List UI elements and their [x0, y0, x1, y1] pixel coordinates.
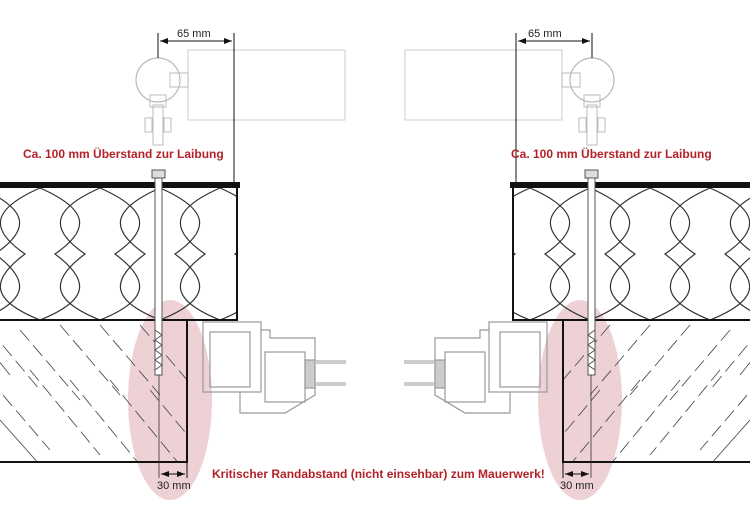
- left-detail: [0, 33, 346, 500]
- right-dim-65: 65 mm: [528, 28, 562, 40]
- left-dim-65: 65 mm: [177, 28, 211, 40]
- right-overhang-note: Ca. 100 mm Überstand zur Laibung: [511, 147, 712, 161]
- left-overhang-note: Ca. 100 mm Überstand zur Laibung: [23, 147, 224, 161]
- critical-edge-note: Kritischer Randabstand (nicht einsehbar)…: [212, 467, 545, 481]
- left-dim-30: 30 mm: [157, 480, 191, 492]
- right-dim-30: 30 mm: [560, 480, 594, 492]
- right-detail: [404, 33, 750, 500]
